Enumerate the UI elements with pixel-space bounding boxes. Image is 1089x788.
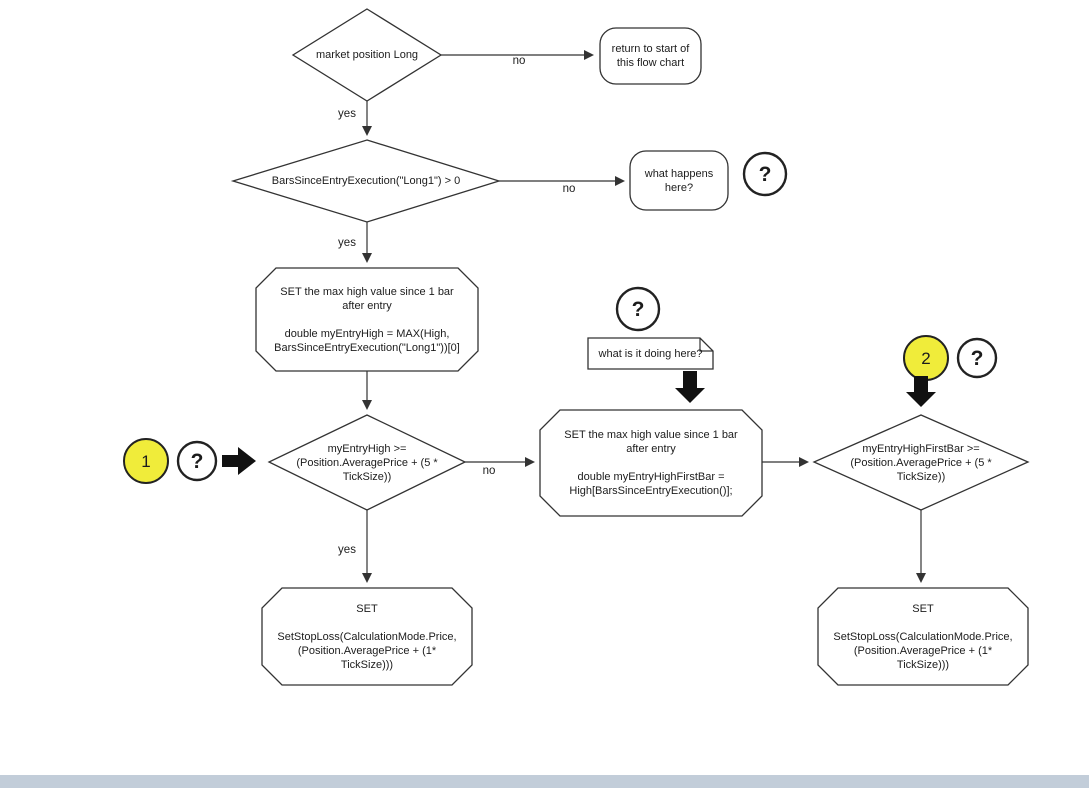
node-label-set-max-high: SET the max high value since 1 bar after… xyxy=(274,285,460,354)
diamond-myentryhighfirstbar-check xyxy=(812,414,1030,511)
octagon-set-stop-loss-left xyxy=(261,587,473,686)
question-mark-1: ? xyxy=(758,162,772,186)
node-label-set-stop-loss-left: SET SetStopLoss(CalculationMode.Price, (… xyxy=(277,602,457,671)
edge-label-no-1: no xyxy=(512,54,526,67)
question-circle-2 xyxy=(615,286,661,332)
edge-label-no-3: no xyxy=(482,464,496,477)
question-mark-2: ? xyxy=(631,297,645,321)
diamond-market-position xyxy=(291,8,443,102)
terminator-what-happens xyxy=(629,150,729,211)
fat-arrow-right-icon xyxy=(222,447,256,475)
fat-arrow-down-icon-2 xyxy=(906,376,936,407)
octagon-set-stop-loss-right xyxy=(817,587,1029,686)
highlight-number-1: 1 xyxy=(141,451,151,471)
question-circle-1 xyxy=(742,151,788,197)
node-label-what-happens: what happens here? xyxy=(644,167,714,194)
node-label-bars-since-entry: BarsSinceEntryExecution("Long1") > 0 xyxy=(271,175,461,187)
horizontal-scrollbar[interactable] xyxy=(0,775,1089,788)
note-label: what is it doing here? xyxy=(598,347,703,360)
edge-label-yes-3: yes xyxy=(338,543,356,556)
terminator-return-start xyxy=(599,27,702,85)
edge-label-no-2: no xyxy=(562,182,576,195)
question-mark-4: ? xyxy=(970,346,984,370)
diamond-bars-since-entry xyxy=(230,139,502,223)
node-label-myentryhigh-check: myEntryHigh >= (Position.AveragePrice + … xyxy=(296,442,438,483)
edge-label-yes-1: yes xyxy=(338,107,356,120)
question-mark-3: ? xyxy=(190,449,204,473)
node-label-return-start: return to start of this flow chart xyxy=(611,43,690,69)
octagon-set-max-high-first-bar xyxy=(539,409,763,517)
node-label-market-position: market position Long xyxy=(315,49,419,61)
note-fold-icon xyxy=(699,338,713,352)
highlight-circle-1 xyxy=(123,438,169,484)
diamond-myentryhigh-check xyxy=(267,414,467,511)
node-label-set-stop-loss-right: SET SetStopLoss(CalculationMode.Price, (… xyxy=(833,602,1013,671)
highlight-number-2: 2 xyxy=(921,348,931,368)
node-label-myentryhighfirstbar-check: myEntryHighFirstBar >= (Position.Average… xyxy=(850,442,992,483)
fat-arrow-down-icon-1 xyxy=(675,371,705,403)
note-what-is-it-doing xyxy=(587,337,714,370)
question-circle-4 xyxy=(956,337,998,379)
node-label-set-max-high-first-bar: SET the max high value since 1 bar after… xyxy=(564,429,738,497)
edge-label-yes-2: yes xyxy=(338,236,356,249)
octagon-set-max-high xyxy=(255,267,479,372)
question-circle-3 xyxy=(176,440,218,482)
